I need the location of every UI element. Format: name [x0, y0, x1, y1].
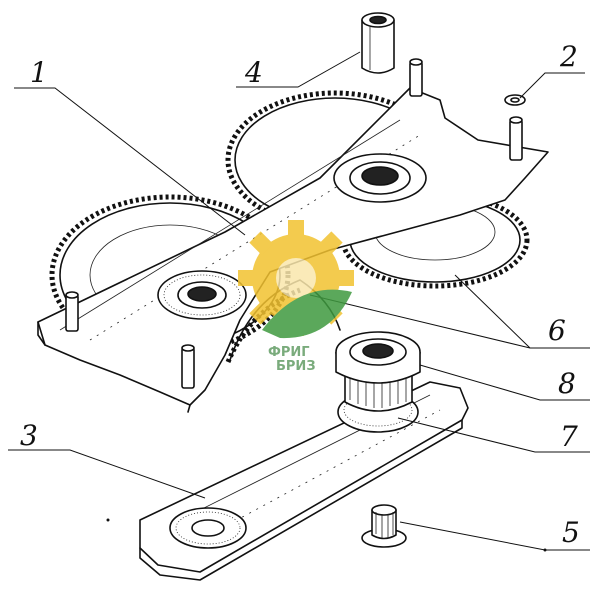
upper-plate-hub-right: [333, 153, 427, 203]
leader-2: [519, 72, 585, 99]
leader-8: [419, 364, 590, 401]
leader-7: [397, 417, 590, 453]
callout-1: 1: [30, 56, 48, 89]
callout-3: 3: [20, 419, 38, 452]
callout-8: 8: [558, 367, 576, 400]
watermark-leaf-icon: [262, 289, 352, 339]
upper-plate-hub-left: [157, 270, 247, 320]
callout-6: 6: [548, 314, 566, 347]
bearing-part-8: [335, 331, 421, 384]
leader-1: [14, 87, 246, 236]
bushing-part-5: [361, 504, 407, 548]
sleeve-part-4: [361, 12, 395, 74]
callout-7: 7: [560, 420, 578, 453]
watermark-text-2: БРИЗ: [276, 359, 316, 374]
lower-bar-part-3: [139, 381, 469, 581]
leader-6b: [454, 274, 531, 349]
leader-4: [236, 51, 361, 88]
plate-stud-right: [509, 116, 523, 161]
leader-3: [8, 449, 206, 499]
callout-5: 5: [562, 516, 580, 549]
plate-stud-left: [65, 291, 79, 332]
plate-stud-bottom: [181, 344, 195, 389]
plate-stud-top: [409, 58, 423, 97]
stray-dot: [106, 518, 110, 522]
callout-4: 4: [244, 56, 263, 89]
watermark-logo: ФРИГ БРИЗ: [238, 220, 354, 374]
callout-2: 2: [559, 40, 578, 73]
watermark-text-1: ФРИГ: [268, 345, 310, 360]
leader-lines: [8, 51, 590, 551]
leader-5: [399, 521, 590, 551]
